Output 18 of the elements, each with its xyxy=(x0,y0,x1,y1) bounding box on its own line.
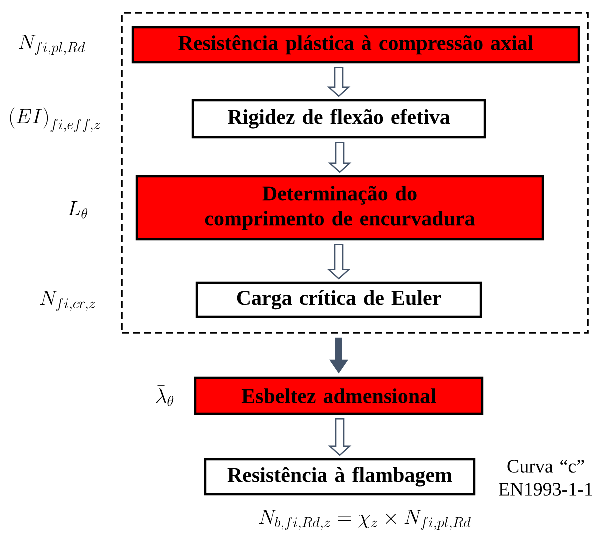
formula: $L_{\theta}$ xyxy=(68,201,88,219)
note-text: Curva “c” EN1993-1-1 xyxy=(499,460,592,496)
formula: $\bar{\lambda}_{\theta}$ xyxy=(156,386,174,406)
process-box: Determinação do comprimento de encurvadura xyxy=(136,175,544,241)
arrow xyxy=(328,418,352,456)
formula: $\left(EI\right)_{fi,eff,z}$ xyxy=(10,108,100,132)
process-box: Resistência à flambagem xyxy=(204,458,476,496)
process-box: Esbeltez admensional xyxy=(194,376,484,416)
formula: $N_{fi,pl,Rd}$ xyxy=(19,34,86,56)
process-box: Rigidez de flexão efetiva xyxy=(192,99,486,139)
arrow xyxy=(327,244,351,280)
process-box: Resistência plástica à compressão axial xyxy=(132,26,580,64)
formula: $N_{b,fi,Rd,z} = \chi_{z} \times N_{fi,pl,Rd}$ xyxy=(259,510,471,530)
dashed-group-box xyxy=(121,12,589,334)
arrow xyxy=(328,142,352,174)
formula: $N_{fi,cr,z}$ xyxy=(40,290,96,312)
process-box: Carga crítica de Euler xyxy=(196,282,482,318)
arrow xyxy=(327,66,351,98)
